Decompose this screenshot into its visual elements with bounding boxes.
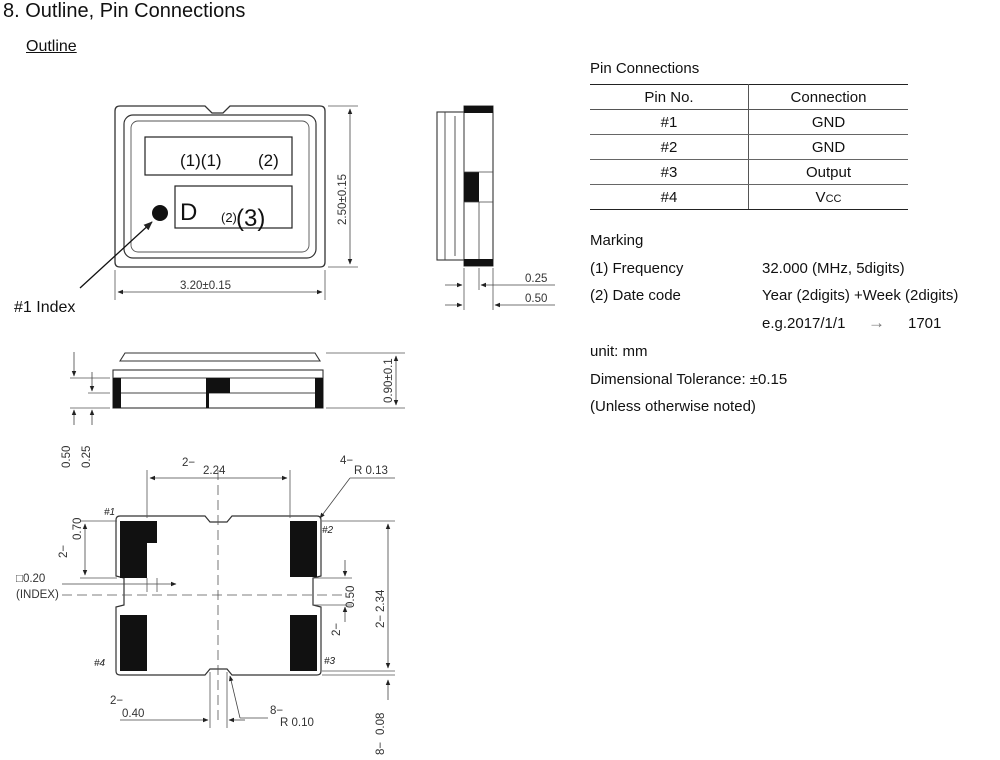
- pad-3: [290, 615, 317, 671]
- pin-connections-title: Pin Connections: [590, 60, 700, 77]
- connection-cell: VCC: [748, 184, 908, 210]
- front-pad-right: [315, 378, 323, 408]
- marking-value-frequency: 32.000 (MHz, 5digits): [762, 260, 905, 277]
- index-note: (INDEX): [16, 589, 59, 601]
- notch-width-prefix: 2−: [110, 695, 123, 707]
- pin-label-3: #3: [324, 656, 336, 667]
- front-pad-mid-side: [206, 393, 209, 408]
- pitch-prefix: 2−: [182, 457, 195, 469]
- pad-height-prefix: 2−: [58, 545, 70, 558]
- index-label: #1 Index: [14, 299, 75, 316]
- index-leader: [79, 221, 153, 289]
- notch-dim: 0.50: [345, 586, 357, 608]
- marking-example-right: 1701: [908, 315, 942, 332]
- bottom-view: #1 #2 #3 #4 2− 2.24 4− R 0.13 2− 0.70 □0…: [16, 455, 395, 755]
- pin-cell: #2: [590, 134, 749, 160]
- connection-cell: GND: [748, 109, 908, 135]
- pad-2: [290, 521, 317, 577]
- front-dim-a: 0.50: [61, 446, 73, 468]
- front-pad-mid: [206, 378, 230, 393]
- top-view: (1)(1) (2) D (2) (3) #1 Index 3.20±0.15 …: [14, 105, 358, 316]
- front-pad-left: [113, 378, 121, 408]
- pin-connections-table: Pin No. Connection #1 GND #2 GND #3 Outp…: [590, 84, 908, 210]
- marking-label-frequency: (1) Frequency: [590, 260, 684, 277]
- marking-line1-right: (2): [258, 151, 279, 170]
- top-view-lid: [123, 114, 317, 259]
- pin-label-1: #1: [104, 507, 115, 518]
- vpitch-prefix: 2−: [375, 615, 387, 628]
- table-row: #3 Output: [590, 159, 908, 185]
- tolerance-note: Dimensional Tolerance: ±0.15: [590, 371, 788, 388]
- table-header-row: Pin No. Connection: [590, 84, 908, 110]
- radius-dim: R 0.13: [354, 465, 388, 477]
- width-dim: 3.20±0.15: [180, 280, 231, 292]
- outline-heading: Outline: [26, 38, 77, 55]
- pin-label-2: #2: [322, 525, 334, 536]
- pin-cell: #4: [590, 184, 749, 210]
- vpitch-dim: 2.34: [375, 589, 387, 612]
- top-view-lid-inner: [130, 120, 310, 253]
- marking-example-left: e.g.2017/1/1: [762, 315, 846, 332]
- vcc-subscript: CC: [825, 192, 842, 205]
- marking-value-date: Year (2digits) +Week (2digits): [762, 287, 959, 304]
- marking-line1-box: [144, 136, 293, 176]
- unless-note: (Unless otherwise noted): [590, 398, 756, 415]
- radius2-prefix: 8−: [270, 705, 283, 717]
- notch-prefix: 2−: [331, 623, 343, 636]
- pad-1: [120, 521, 157, 578]
- marking-line1-left: (1)(1): [180, 151, 222, 170]
- pitch-dim: 2.24: [203, 465, 226, 477]
- header-pin-no: Pin No.: [590, 84, 749, 110]
- pad-4: [120, 615, 147, 671]
- marking-line2-big: (3): [236, 205, 265, 232]
- table-row: #1 GND: [590, 109, 908, 135]
- front-dim-b: 0.25: [81, 446, 93, 468]
- vcc-main: V: [815, 188, 826, 206]
- radius2-dim: R 0.10: [280, 717, 314, 729]
- front-lid: [119, 352, 321, 362]
- table-row: #4 VCC: [590, 184, 908, 210]
- marking-label-date: (2) Date code: [590, 287, 681, 304]
- side-view: 0.25 0.50: [436, 105, 555, 310]
- radius-prefix: 4−: [340, 455, 353, 467]
- side-pad-bottom: [464, 259, 493, 266]
- side-pad-mid: [464, 172, 479, 202]
- table-row: #2 GND: [590, 134, 908, 160]
- side-dim-b: 0.50: [525, 293, 547, 305]
- marking-example-arrow-icon: →: [868, 313, 885, 332]
- front-height-dim: 0.90±0.1: [383, 358, 395, 403]
- side-dim-a: 0.25: [525, 273, 547, 285]
- marking-line2-box: [174, 185, 293, 229]
- unit-note: unit: mm: [590, 343, 648, 360]
- pin-label-4: #4: [94, 658, 106, 669]
- connection-cell: Output: [748, 159, 908, 185]
- marking-line2-letter: D: [180, 199, 197, 226]
- side-pad-top: [464, 106, 493, 113]
- connection-cell: GND: [748, 134, 908, 160]
- marking-line2-small: (2): [221, 210, 237, 225]
- height-dim: 2.50±0.15: [337, 174, 349, 225]
- front-view: 0.90±0.1 0.50 0.25: [61, 352, 405, 468]
- pad-height-dim: 0.70: [72, 518, 84, 540]
- pin-cell: #1: [590, 109, 749, 135]
- marking-title: Marking: [590, 232, 644, 249]
- section-title: 8. Outline, Pin Connections: [3, 0, 246, 22]
- gap-prefix: 8−: [375, 742, 387, 755]
- index-box-dim: □0.20: [16, 573, 45, 585]
- gap-dim: 0.08: [375, 713, 387, 735]
- pin-cell: #3: [590, 159, 749, 185]
- header-connection: Connection: [748, 84, 908, 110]
- notch-width-dim: 0.40: [122, 708, 144, 720]
- top-view-outer-body: [114, 105, 326, 268]
- pin1-index-dot: [152, 205, 168, 221]
